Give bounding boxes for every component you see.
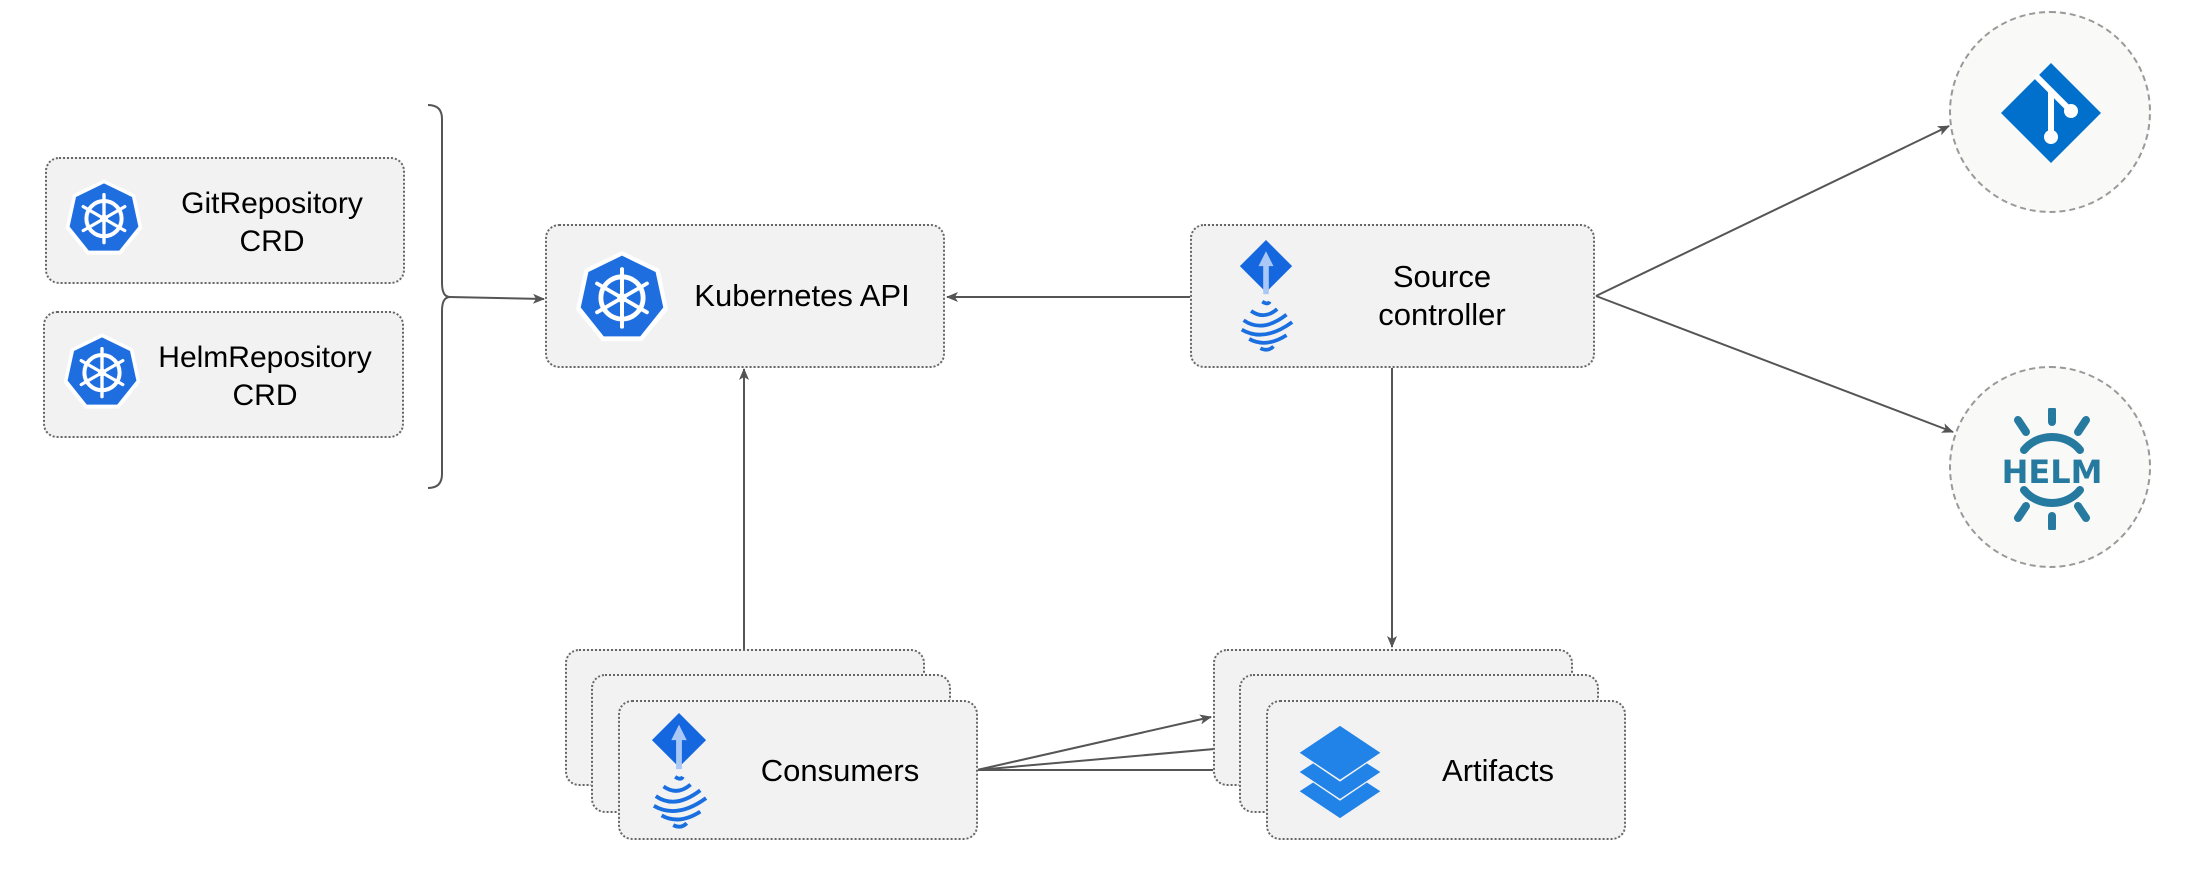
edge-source-to-helm bbox=[1595, 295, 1954, 433]
source-controller-label-line1: Source bbox=[1392, 259, 1492, 294]
edge-consumers-to-artifacts-2 bbox=[976, 742, 1238, 771]
helm-crd-label-line1: HelmRepository bbox=[158, 341, 372, 374]
source-controller-label-line2: controller bbox=[1378, 297, 1506, 332]
helm-repository-crd-node[interactable]: HelmRepository CRD bbox=[43, 311, 404, 438]
helm-icon: HELM bbox=[2002, 408, 2103, 530]
kubernetes-icon bbox=[64, 177, 144, 257]
kubernetes-api-label: Kubernetes API bbox=[694, 278, 910, 313]
git-node[interactable] bbox=[1949, 11, 2151, 213]
crd-brace bbox=[427, 104, 451, 489]
consumers-node[interactable]: Consumers bbox=[618, 700, 978, 840]
edge-consumers-to-artifacts-1 bbox=[976, 714, 1212, 771]
flux-icon bbox=[650, 713, 708, 829]
flux-icon bbox=[1238, 240, 1294, 352]
kubernetes-api-node[interactable]: Kubernetes API bbox=[545, 224, 945, 368]
layers-icon bbox=[1292, 724, 1388, 820]
git-crd-label-line1: GitRepository bbox=[181, 187, 363, 220]
helm-logo-text: HELM bbox=[2002, 453, 2103, 491]
helm-node[interactable]: HELM bbox=[1949, 366, 2151, 568]
artifacts-label: Artifacts bbox=[1442, 753, 1554, 788]
edge-source-to-git bbox=[1595, 125, 1950, 297]
kubernetes-icon bbox=[574, 248, 670, 344]
kubernetes-icon bbox=[62, 331, 142, 411]
edge-crds-to-api bbox=[449, 293, 545, 304]
git-crd-label-line2: CRD bbox=[239, 225, 305, 258]
git-icon bbox=[2001, 63, 2101, 163]
artifacts-node[interactable]: Artifacts bbox=[1266, 700, 1626, 840]
git-repository-crd-node[interactable]: GitRepository CRD bbox=[45, 157, 405, 284]
consumers-label: Consumers bbox=[760, 753, 920, 788]
helm-crd-label-line2: CRD bbox=[232, 379, 298, 412]
source-controller-node[interactable]: Source controller bbox=[1190, 224, 1595, 368]
